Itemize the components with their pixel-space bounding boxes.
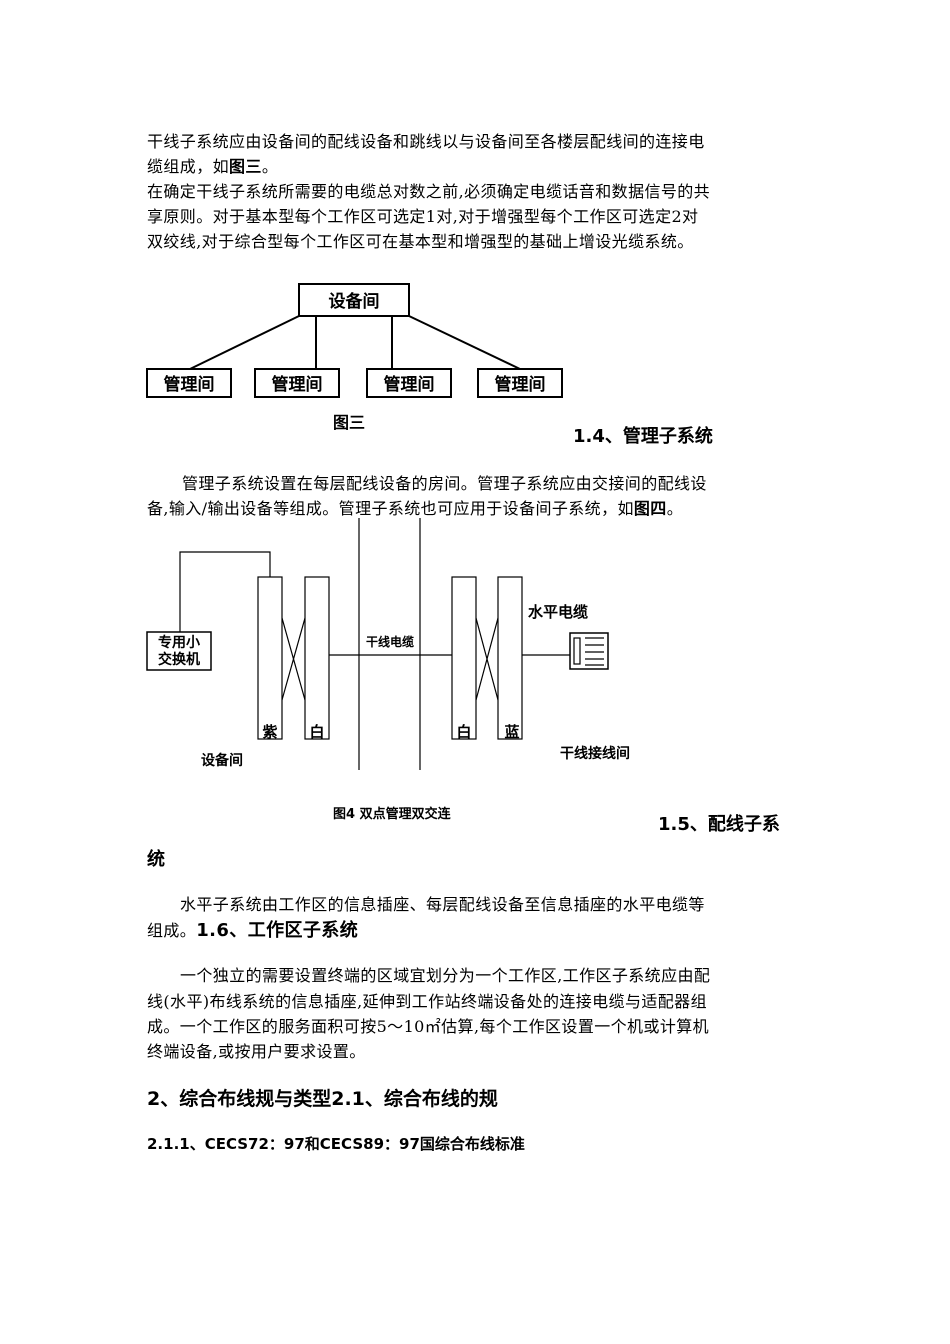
fig4-white-label: 白 [309,723,324,741]
para1-line5: 双绞线,对于综合型每个工作区可在基本型和增强型的基础上增设光缆系统。 [147,232,694,251]
fig4-equipment-room-label: 设备间 [201,752,243,769]
fig3-top-box [298,283,410,317]
fig4-trunk-room-label: 干线接线间 [560,745,630,762]
fig3-caption: 图三 [333,413,365,432]
para1-line4: 享原则。对于基本型每个工作区可选定1对,对于增强型每个工作区可选定2对 [147,207,699,226]
para4-line1: 一个独立的需要设置终端的区域宜划分为一个工作区,工作区子系统应由配 [180,966,711,985]
para3-line2: 组成。1.6、工作区子系统 [147,920,359,941]
section-1-6-heading: 1.6、工作区子系统 [196,920,359,941]
fig3-box-label: 管理间 [495,374,546,395]
fig4-white-label: 白 [456,723,471,741]
para4-line2: 线(水平)布线系统的信息插座,延伸到工作站终端设备处的连接电缆与适配器组 [147,992,707,1011]
para2-line1: 管理子系统设置在每层配线设备的房间。管理子系统应由交接间的配线设 [182,474,707,493]
section-1-5-heading: 1.5、配线子系 [658,814,780,835]
para1-line1: 干线子系统应由设备间的配线设备和跳线以与设备间至各楼层配线间的连接电 [147,132,705,151]
fig4-horizontal-cable-label: 水平电缆 [528,603,588,621]
fig4-caption: 图4 双点管理双交连 [333,806,452,822]
para1-line3: 在确定干线子系统所需要的电缆总对数之前,必须确定电缆话音和数据信号的共 [147,182,711,201]
section-1-5-heading-cont: 统 [147,849,165,870]
para4-line4: 终端设备,或按用户要求设置。 [147,1042,366,1061]
section-2-1-1-heading: 2.1.1、CECS72：97和CECS89：97国综合布线标准 [147,1135,525,1153]
fig4-pbx-label: 交换机 [158,651,200,668]
fig4-purple-label: 紫 [262,723,277,741]
fig4-blue-label: 蓝 [504,723,519,741]
section-1-4-heading: 1.4、管理子系统 [573,426,713,447]
fig3-reference: 图三 [229,157,262,176]
section-2-heading: 2、综合布线规与类型2.1、综合布线的规 [147,1088,498,1110]
fig4-reference: 图四 [633,499,667,518]
fig4-pbx-label: 专用小 [158,634,200,651]
para1-line2: 缆组成，如图三。 [147,157,279,176]
fig3-box-label: 管理间 [384,374,435,395]
para3-line1: 水平子系统由工作区的信息插座、每层配线设备至信息插座的水平电缆等 [180,895,705,914]
fig3-box-label: 管理间 [272,374,323,395]
para4-line3: 成。一个工作区的服务面积可按5～10㎡估算,每个工作区设置一个机或计算机 [147,1017,710,1036]
fig3-top-label: 设备间 [329,291,380,312]
fig4-trunk-cable-label: 干线电缆 [366,634,414,649]
fig3-box-label: 管理间 [164,374,215,395]
para2-line2: 备,输入/输出设备等组成。管理子系统也可应用于设备间子系统，如图四。 [147,499,684,518]
